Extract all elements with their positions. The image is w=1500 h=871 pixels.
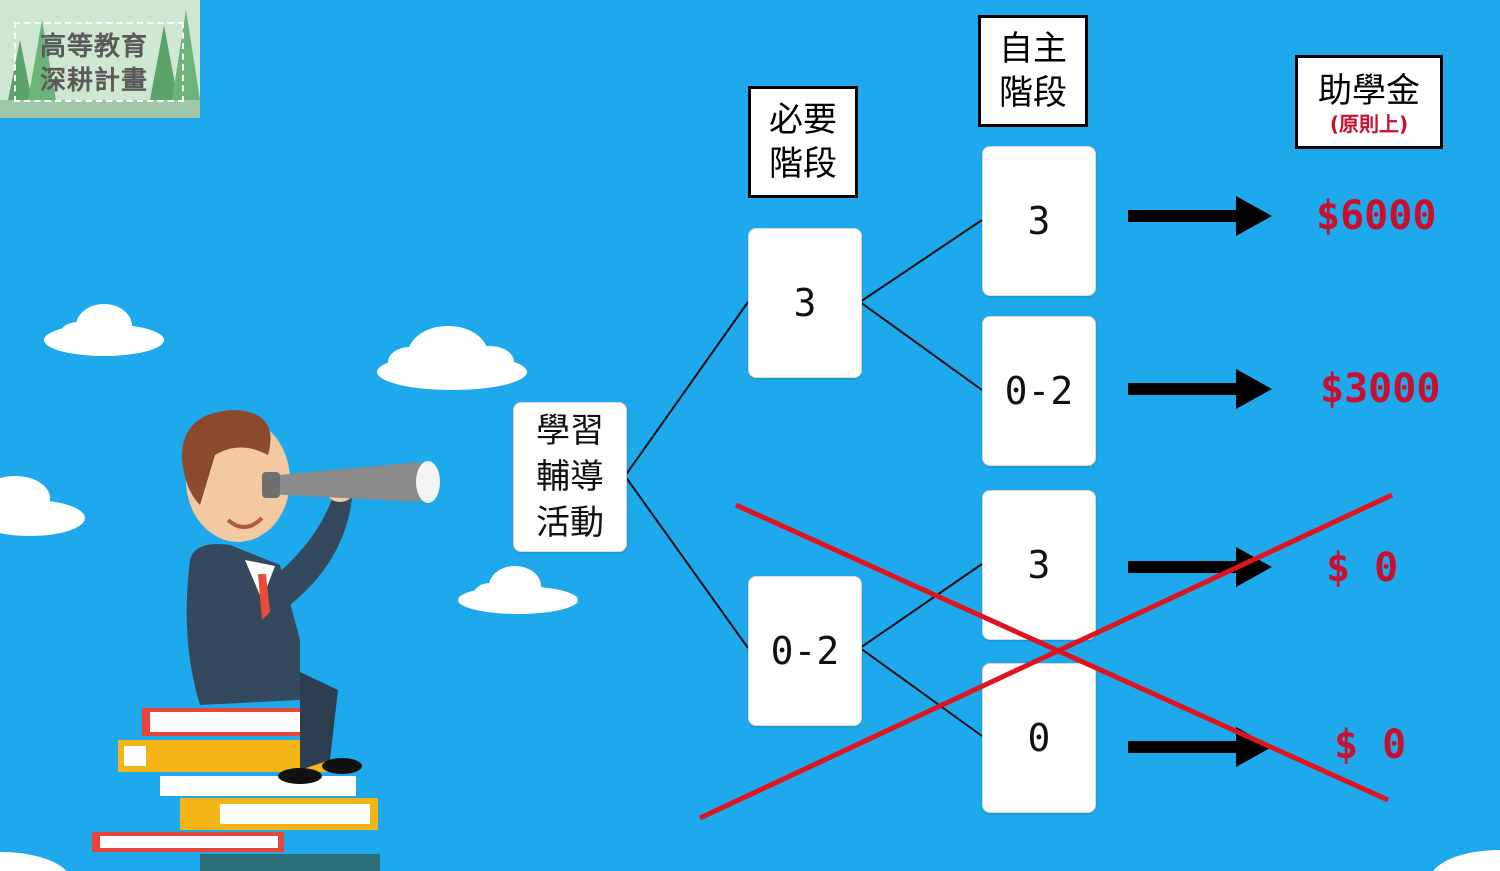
learning-activity-card: 學習 輔導 活動 xyxy=(513,402,627,552)
ground-curve xyxy=(1433,850,1500,871)
logo-frame xyxy=(14,22,184,102)
branch-line xyxy=(859,563,983,649)
cloud-icon xyxy=(458,566,578,614)
grant-header-title: 助學金 xyxy=(1318,71,1420,111)
grant-header-note: (原則上) xyxy=(1329,112,1409,136)
branch-line xyxy=(624,475,749,649)
required-stage-header-line-1: 必要 xyxy=(769,100,837,140)
cloud-icon xyxy=(0,476,85,536)
branch-line xyxy=(859,647,983,737)
forest-icon xyxy=(0,10,200,118)
required-stage-card-low: 0-2 xyxy=(748,576,862,726)
branch-line xyxy=(624,301,749,477)
logo-line-2: 深耕計畫 xyxy=(40,66,149,96)
cross-line xyxy=(734,502,1390,803)
learning-activity-line-1: 學習 xyxy=(536,411,604,451)
arrow-right-icon xyxy=(1128,369,1272,409)
logo-badge: 高等教育 深耕計畫 xyxy=(0,0,200,118)
branch-line xyxy=(859,219,983,303)
learning-activity-line-2: 輔導 xyxy=(536,457,604,497)
cloud-icon xyxy=(44,304,164,356)
arrow-right-icon xyxy=(1128,196,1272,236)
grant-header: 助學金 (原則上) xyxy=(1295,55,1443,149)
autonomous-stage-card-b: 0-2 xyxy=(982,316,1096,466)
grant-amount-a: $6000 xyxy=(1316,193,1437,239)
cloud-icon xyxy=(377,326,527,390)
autonomous-stage-header-line-1: 自主 xyxy=(999,29,1067,69)
grant-amount-b: $3000 xyxy=(1320,366,1441,412)
person-with-telescope-icon xyxy=(181,410,440,784)
grant-amount-d: $ 0 xyxy=(1334,722,1407,768)
autonomous-stage-header: 自主 階段 xyxy=(978,15,1088,127)
cross-line xyxy=(698,492,1394,821)
branch-line xyxy=(859,301,983,391)
autonomous-stage-card-d: 0 xyxy=(982,663,1096,813)
arrow-right-icon xyxy=(1128,547,1272,587)
autonomous-stage-card-a: 3 xyxy=(982,146,1096,296)
required-stage-header: 必要 階段 xyxy=(748,86,858,198)
learning-activity-line-3: 活動 xyxy=(536,503,604,543)
logo-line-1: 高等教育 xyxy=(40,32,149,62)
required-stage-card-high: 3 xyxy=(748,228,862,378)
grant-amount-c: $ 0 xyxy=(1326,545,1399,591)
required-stage-header-line-2: 階段 xyxy=(769,144,837,184)
ground-curve xyxy=(0,852,67,871)
autonomous-stage-header-line-2: 階段 xyxy=(999,73,1067,113)
